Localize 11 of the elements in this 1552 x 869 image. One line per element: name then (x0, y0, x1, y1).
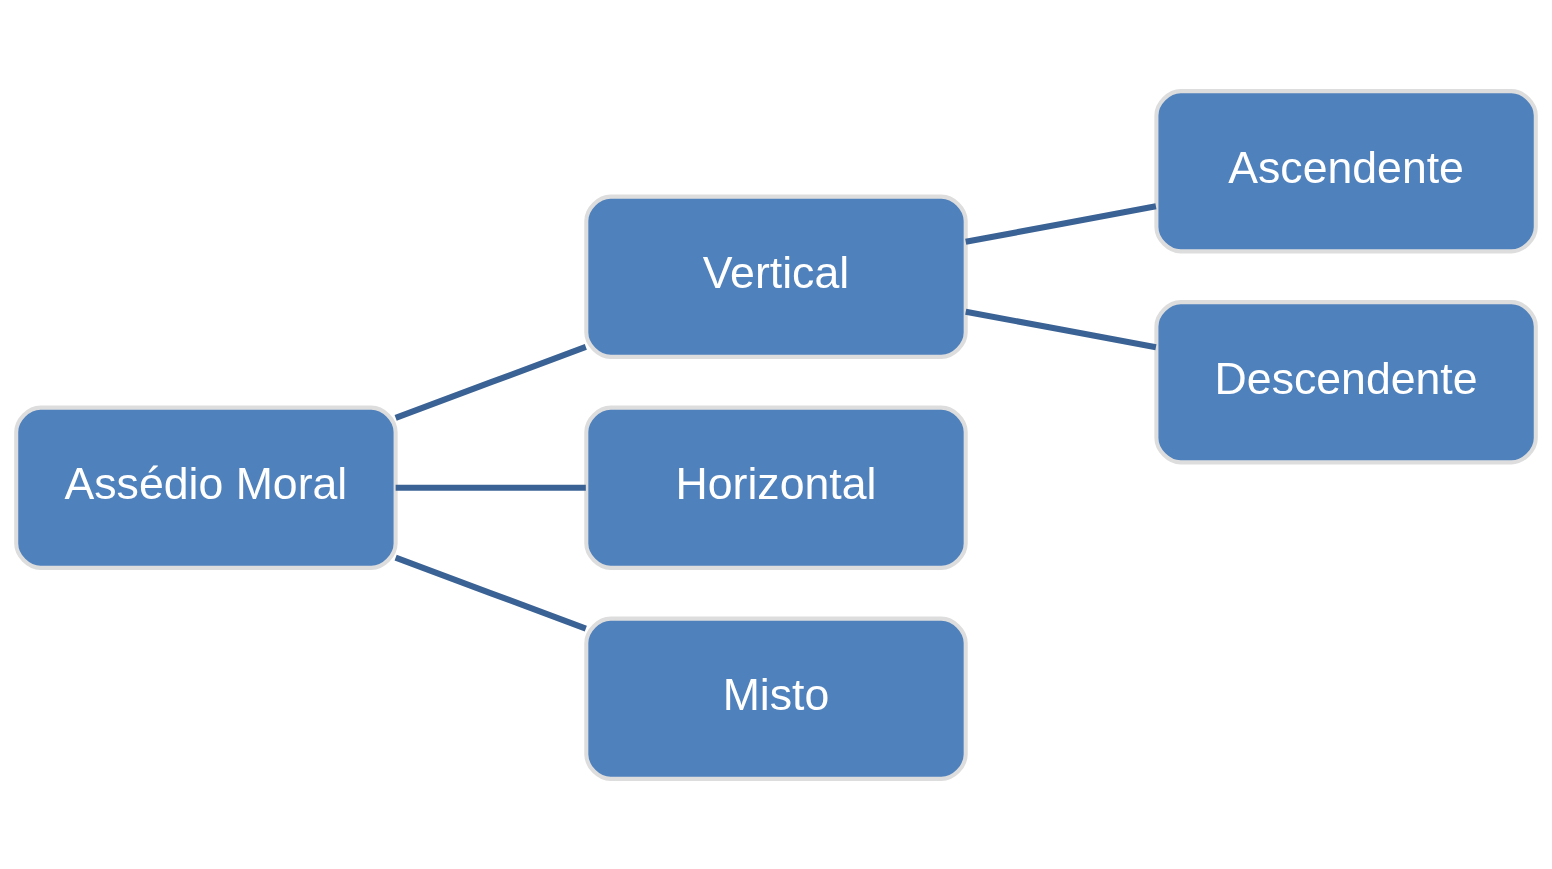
node-box: Horizontal (584, 405, 968, 570)
connector (395, 484, 586, 491)
connector (394, 554, 587, 631)
connector (394, 343, 587, 421)
node-box: Ascendente (1154, 88, 1538, 253)
node-box: Vertical (584, 194, 968, 359)
connector (965, 202, 1157, 245)
node-box: Descendente (1154, 299, 1538, 464)
connector (965, 308, 1157, 350)
node-box: Misto (584, 616, 968, 781)
node-box: Assédio Moral (14, 405, 398, 570)
